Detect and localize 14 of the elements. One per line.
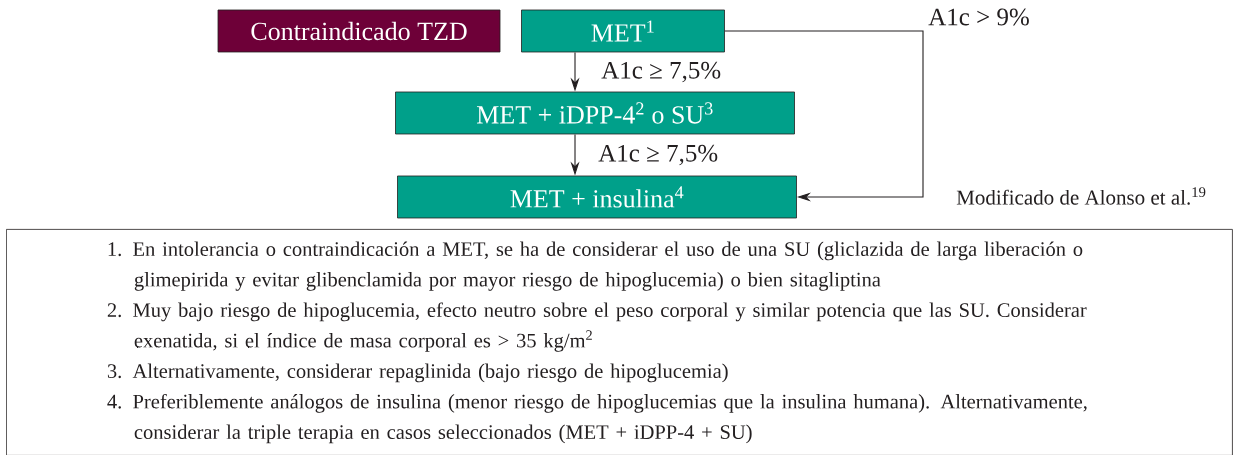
footnote-text: 4. Preferiblemente análogos de insulina (menor riesgo de hipoglucemias que la insulina humana). Alternativamente, considerar la triple terapia en casos seleccionados (MET + iDPP-4 + SU): [107, 393, 1087, 444]
warning-box: Contraindicado TZD: [217, 9, 501, 53]
source-note: Modificado de Alonso et al.$^{19}$: [956, 187, 1206, 205]
edge-label: A1c ≥ 7,5%: [597, 143, 720, 167]
arrow: [724, 30, 924, 202]
edge-label: A1c ≥ 7,5%: [600, 60, 723, 84]
edge-label: A1c > 9%: [927, 7, 1031, 27]
process-box: MET + insulina$^{4}$: [397, 175, 797, 219]
footnote-text: 1. En intolerancia o contraindicación a MET, se ha de considerar el uso de una SU (gliclazida de larga liberación o glimepirida y evitar glibenclamida por mayor riesgo de hipoglucemia) o bien sitagliptina: [108, 241, 1083, 291]
footnote-text: 3. Alternativamente, considerar repaglinida (bajo riesgo de hipoglucemia): [107, 363, 728, 383]
process-box: MET$^{1}$: [521, 9, 725, 53]
footnote-text: 2. Muy bajo riesgo de hipoglucemia, efecto neutro sobre el peso corporal y similar potencia que las SU. Considerar exenatida, si el índice de masa corporal es > 35 kg/m$^{2}$: [107, 302, 1087, 352]
notes-box: [6, 229, 1233, 455]
process-box: MET + iDPP-4$^{2}$ o SU$^{3}$: [395, 91, 795, 135]
